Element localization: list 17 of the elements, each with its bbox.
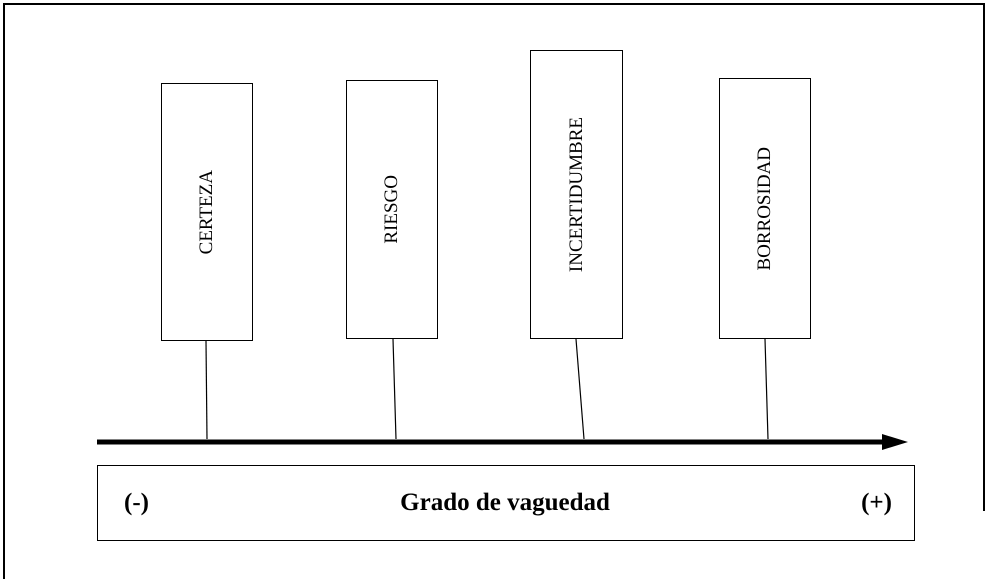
connector-line	[392, 338, 397, 440]
category-label: BORROSIDAD	[754, 146, 776, 270]
category-label: INCERTIDUMBRE	[566, 116, 588, 272]
scale-sign: (+)	[861, 489, 892, 517]
scale-title: Grado de vaguedad	[400, 489, 610, 517]
connector-line	[764, 338, 769, 440]
category-box	[530, 50, 623, 339]
scale-sign: (-)	[124, 489, 149, 517]
category-label: RIESGO	[381, 175, 403, 244]
category-box	[719, 78, 811, 339]
category-label: CERTEZA	[196, 170, 218, 254]
axis-arrow	[97, 434, 908, 450]
connector-line	[575, 338, 585, 440]
category-box	[161, 83, 253, 341]
category-box	[346, 80, 438, 339]
scale-box	[97, 465, 915, 541]
connector-line	[205, 341, 208, 439]
